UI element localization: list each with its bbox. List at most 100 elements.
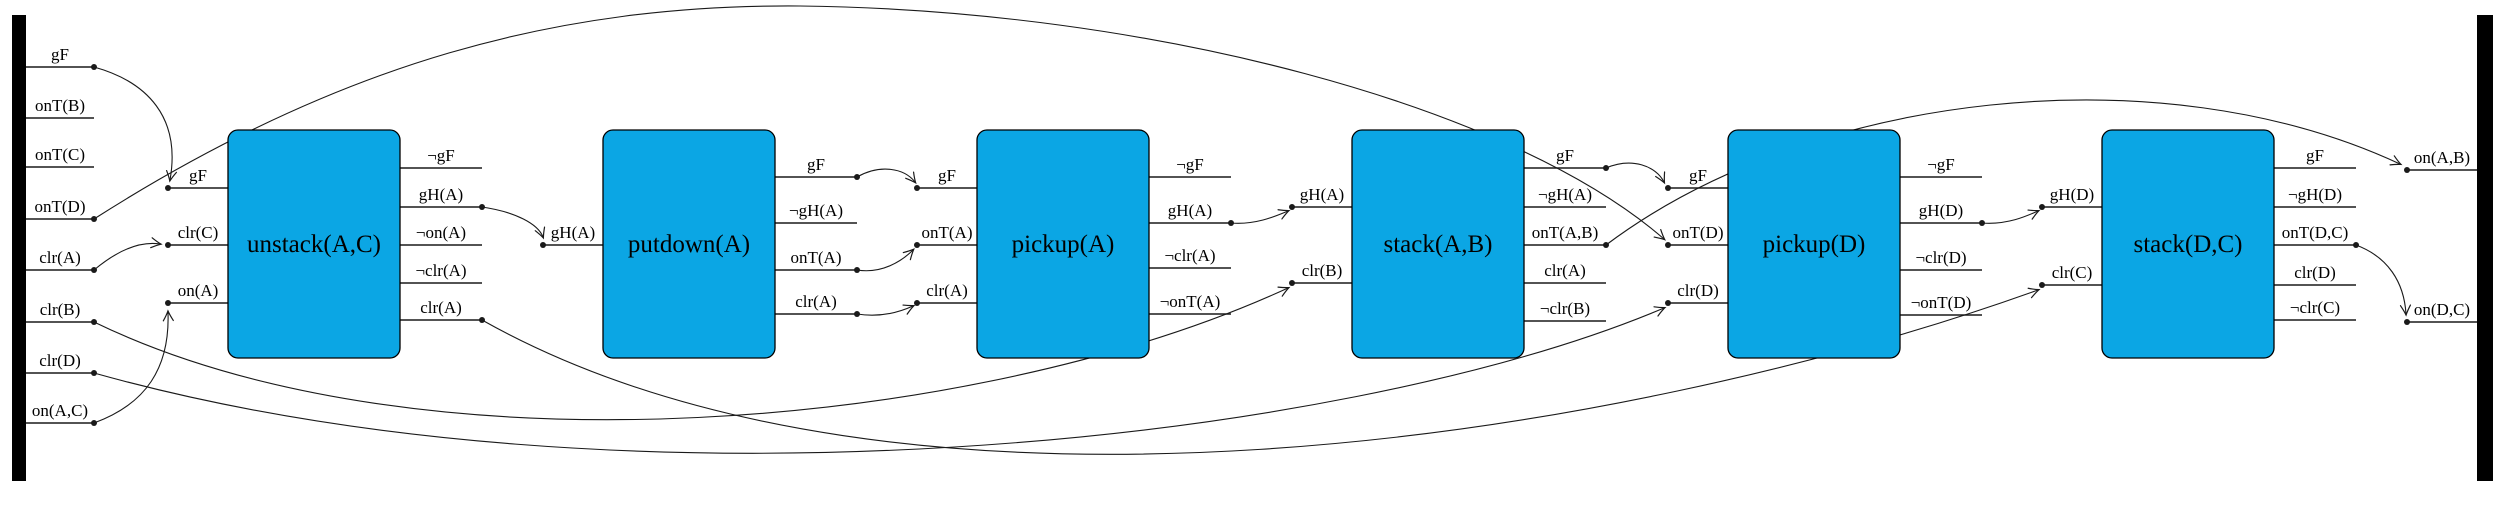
goal-fact-dot (2404, 319, 2410, 325)
action-label-putdown-a: putdown(A) (628, 231, 750, 258)
causal-link-init-gF-to-unstack-ac-in-gF (93, 66, 178, 183)
goal-state-bar (2477, 15, 2493, 481)
causal-link-init-clr-A--to-unstack-ac-in-clr-C- (93, 237, 163, 271)
causal-link-pickup-a-out-gH-A--to-stack-ab-in-gH-A- (1230, 209, 1291, 224)
action-box-pickup-d (1727, 129, 1901, 359)
initial-fact-label: gF (51, 45, 69, 64)
output-port-label: ¬clr(A) (415, 261, 466, 280)
input-port-label: clr(B) (1302, 261, 1343, 280)
input-port-dot (1289, 280, 1295, 286)
output-port-label: ¬gH(D) (2288, 185, 2342, 204)
action-box-unstack-ac (227, 129, 401, 359)
causal-link-init-on-A-C--to-unstack-ac-in-on-A- (93, 309, 174, 424)
causal-link-init-onT-D--to-pickup-d-in-onT-D- (93, 5, 1667, 241)
output-port-label: ¬onT(A) (1160, 292, 1221, 311)
output-port-label: ¬on(A) (416, 223, 466, 242)
action-box-putdown-a (602, 129, 776, 359)
action-label-unstack-ac: unstack(A,C) (247, 231, 381, 258)
input-port-label: onT(A) (922, 223, 973, 242)
output-port-label: gF (807, 155, 825, 174)
output-port-label: ¬clr(B) (1540, 299, 1590, 318)
initial-fact-label: onT(D) (35, 197, 86, 216)
output-port-label: ¬gF (1927, 155, 1955, 174)
output-port-dot (1979, 220, 1985, 226)
causal-link-putdown-a-out-gF-to-pickup-a-in-gF (856, 168, 917, 185)
output-port-label: gH(A) (419, 185, 463, 204)
initial-fact-label: clr(B) (40, 300, 81, 319)
input-port-dot (1289, 204, 1295, 210)
action-box-stack-ab (1351, 129, 1525, 359)
initial-fact-label: clr(A) (39, 248, 81, 267)
initial-fact-label: clr(D) (39, 351, 81, 370)
input-port-label: clr(C) (178, 223, 219, 242)
output-port-dot (479, 317, 485, 323)
causal-link-stack-ab-out-gF-to-pickup-d-in-gF (1605, 162, 1666, 185)
input-port-dot (165, 185, 171, 191)
initial-fact-dot (91, 319, 97, 325)
output-port-label: ¬clr(D) (1915, 248, 1966, 267)
action-label-stack-dc: stack(D,C) (2134, 231, 2243, 258)
initial-fact-dot (91, 370, 97, 376)
output-port-dot (1603, 165, 1609, 171)
causal-link-stack-dc-out-onT-D-C--to-goal-on-D-C- (2355, 244, 2412, 317)
action-label-stack-ab: stack(A,B) (1384, 231, 1493, 258)
output-port-dot (854, 311, 860, 317)
action-box-pickup-a (976, 129, 1150, 359)
action-box-stack-dc (2101, 129, 2275, 359)
goal-fact-label: on(A,B) (2414, 148, 2470, 167)
input-port-label: gF (189, 166, 207, 185)
output-port-label: ¬gH(A) (789, 201, 843, 220)
causal-link-putdown-a-out-clr-A--to-pickup-a-in-clr-A- (856, 304, 916, 316)
input-port-label: onT(D) (1673, 223, 1724, 242)
initial-fact-dot (91, 64, 97, 70)
input-port-label: clr(A) (926, 281, 968, 300)
action-label-pickup-d: pickup(D) (1763, 231, 1866, 258)
input-port-label: on(A) (178, 281, 219, 300)
output-port-label: onT(A,B) (1532, 223, 1599, 242)
output-port-label: ¬gF (1176, 155, 1204, 174)
input-port-label: clr(C) (2052, 263, 2093, 282)
input-port-dot (540, 242, 546, 248)
input-port-label: gH(D) (2050, 185, 2094, 204)
output-port-label: ¬clr(C) (2290, 298, 2340, 317)
input-port-label: clr(D) (1677, 281, 1719, 300)
output-port-label: gH(D) (1919, 201, 1963, 220)
causal-link-pickup-d-out-gH-D--to-stack-dc-in-gH-D- (1981, 209, 2041, 224)
causal-link-init-clr-D--to-pickup-d-in-clr-D- (93, 306, 1667, 454)
output-port-dot (2353, 242, 2359, 248)
output-port-label: ¬gH(A) (1538, 185, 1592, 204)
input-port-dot (914, 242, 920, 248)
output-port-label: gF (2306, 146, 2324, 165)
input-port-dot (165, 242, 171, 248)
output-port-dot (1228, 220, 1234, 226)
initial-fact-label: onT(B) (35, 96, 85, 115)
input-port-label: gF (938, 166, 956, 185)
causal-link-putdown-a-out-onT-A--to-pickup-a-in-onT-A- (856, 248, 915, 272)
goal-fact-label: on(D,C) (2414, 300, 2470, 319)
action-label-pickup-a: pickup(A) (1012, 231, 1115, 258)
output-port-label: clr(D) (2294, 263, 2336, 282)
input-port-dot (914, 300, 920, 306)
output-port-label: clr(A) (1544, 261, 1586, 280)
goal-fact-dot (2404, 167, 2410, 173)
initial-fact-label: onT(C) (35, 145, 85, 164)
initial-fact-dot (91, 216, 97, 222)
output-port-label: clr(A) (795, 292, 837, 311)
input-port-dot (2039, 204, 2045, 210)
output-port-label: gH(A) (1168, 201, 1212, 220)
output-port-label: clr(A) (420, 298, 462, 317)
output-port-dot (479, 204, 485, 210)
output-port-dot (854, 174, 860, 180)
initial-state-bar (12, 15, 26, 481)
input-port-dot (165, 300, 171, 306)
input-port-dot (1665, 242, 1671, 248)
input-port-dot (2039, 282, 2045, 288)
output-port-label: ¬onT(D) (1911, 293, 1972, 312)
input-port-label: gH(A) (1300, 185, 1344, 204)
initial-fact-label: on(A,C) (32, 401, 88, 420)
output-port-dot (1603, 242, 1609, 248)
input-port-label: gH(A) (551, 223, 595, 242)
output-port-label: ¬clr(A) (1164, 246, 1215, 265)
